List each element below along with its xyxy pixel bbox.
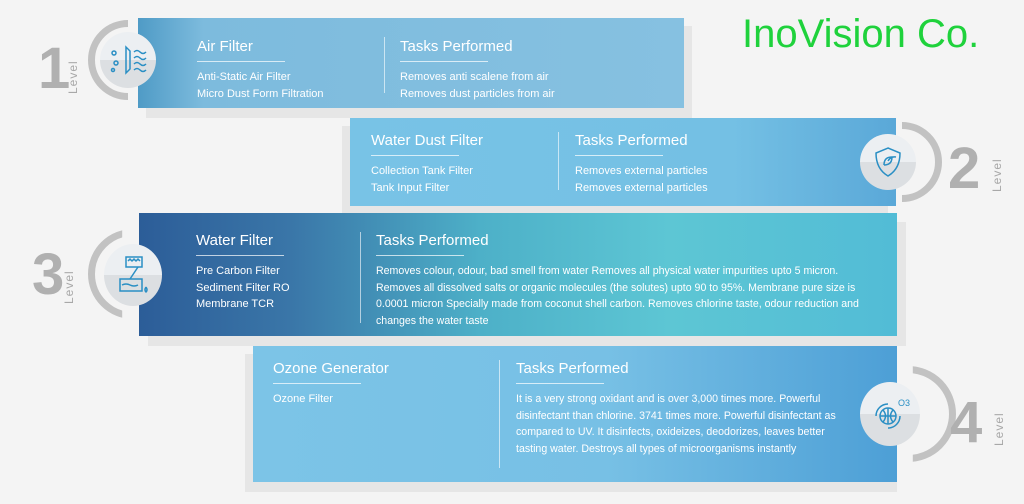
tasks-column: Tasks Performed It is a very strong oxid…	[516, 360, 851, 457]
product-column: Water Filter Pre Carbon Filter Sediment …	[196, 232, 290, 313]
product-column: Air Filter Anti-Static Air Filter Micro …	[197, 38, 324, 102]
level-1-card: Air Filter Anti-Static Air Filter Micro …	[138, 18, 684, 108]
air-filter-icon	[100, 32, 156, 88]
product-column: Ozone Generator Ozone Filter	[273, 360, 389, 408]
title-underline	[197, 61, 285, 62]
product-item: Sediment Filter RO	[196, 281, 290, 294]
level-4-card: Ozone Generator Ozone Filter Tasks Perfo…	[253, 346, 897, 482]
brand-logo-text: InoVision Co.	[742, 12, 980, 56]
product-item: Membrane TCR	[196, 298, 275, 310]
level-label: Level	[66, 60, 80, 94]
level-2-card: Water Dust Filter Collection Tank Filter…	[350, 118, 896, 206]
level-label: Level	[62, 270, 76, 304]
level-3-badge: 3 Level	[30, 224, 162, 324]
level-number: 1	[38, 36, 71, 101]
product-title: Air Filter	[197, 38, 253, 55]
title-underline	[575, 155, 663, 156]
column-divider	[499, 360, 500, 468]
title-underline	[196, 255, 284, 256]
task-description: Removes colour, odour, bad smell from wa…	[376, 265, 859, 327]
product-item: Collection Tank Filter	[371, 165, 473, 177]
column-divider	[384, 37, 385, 93]
tasks-column: Tasks Performed Removes colour, odour, b…	[376, 232, 876, 329]
svg-text:O3: O3	[898, 398, 910, 408]
tasks-column: Tasks Performed Removes external particl…	[575, 132, 708, 196]
column-divider	[558, 132, 559, 190]
title-underline	[371, 155, 459, 156]
title-underline	[273, 383, 361, 384]
product-item: Pre Carbon Filter	[196, 265, 280, 277]
level-3-card: Water Filter Pre Carbon Filter Sediment …	[139, 213, 897, 336]
task-item: Removes external particles	[575, 181, 708, 194]
column-divider	[360, 232, 361, 323]
level-4-badge: O3 4 Level	[860, 366, 1022, 468]
level-label: Level	[992, 412, 1006, 446]
product-title: Ozone Generator	[273, 360, 389, 377]
product-title: Water Filter	[196, 232, 273, 249]
product-column: Water Dust Filter Collection Tank Filter…	[371, 132, 483, 196]
level-number: 3	[32, 242, 65, 307]
ozone-globe-icon: O3	[860, 382, 920, 446]
product-item: Tank Input Filter	[371, 181, 450, 194]
level-label: Level	[990, 158, 1004, 192]
shield-leaf-icon	[860, 134, 916, 190]
tasks-title: Tasks Performed	[400, 38, 513, 55]
title-underline	[400, 61, 488, 62]
title-underline	[376, 255, 464, 256]
task-description: It is a very strong oxidant and is over …	[516, 393, 836, 455]
level-number: 2	[948, 136, 981, 201]
tasks-column: Tasks Performed Removes anti scalene fro…	[400, 38, 555, 102]
tasks-title: Tasks Performed	[575, 132, 688, 149]
level-2-badge: 2 Level	[852, 114, 1017, 214]
tasks-title: Tasks Performed	[516, 360, 629, 377]
water-filter-icon	[104, 244, 162, 306]
task-item: Removes anti scalene from air	[400, 71, 549, 83]
product-item: Micro Dust Form Filtration	[197, 87, 324, 100]
product-item: Anti-Static Air Filter	[197, 71, 291, 83]
product-title: Water Dust Filter	[371, 132, 483, 149]
task-item: Removes dust particles from air	[400, 87, 555, 100]
product-item: Ozone Filter	[273, 393, 333, 405]
tasks-title: Tasks Performed	[376, 232, 489, 249]
title-underline	[516, 383, 604, 384]
level-number: 4	[950, 390, 983, 455]
level-1-badge: 1 Level	[38, 14, 156, 114]
task-item: Removes external particles	[575, 165, 708, 177]
